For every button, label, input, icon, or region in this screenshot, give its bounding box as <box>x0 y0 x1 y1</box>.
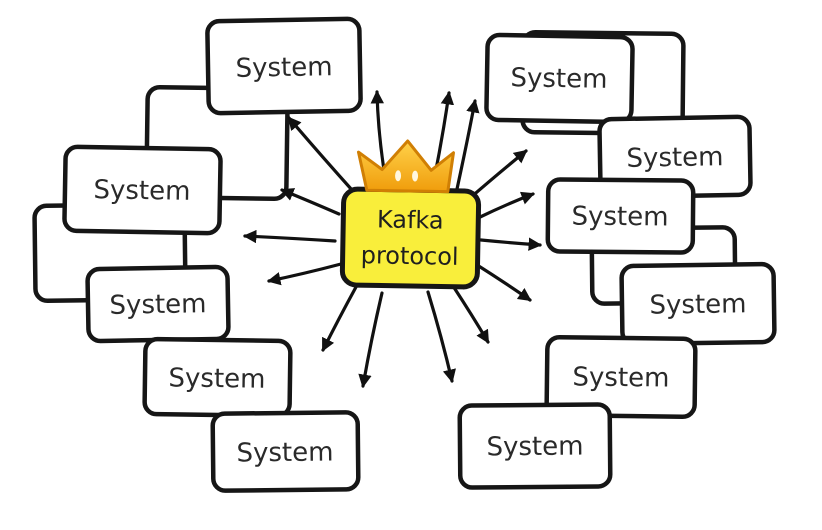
system-box <box>544 334 698 420</box>
kafka-protocol-label-line2: protocol <box>360 241 458 271</box>
system-label: System <box>649 289 746 320</box>
system-label: System <box>572 362 669 393</box>
system-node: System <box>484 32 635 125</box>
system-label: System <box>236 437 333 468</box>
system-node: System <box>85 264 231 344</box>
system-label: System <box>486 432 583 463</box>
system-node: System <box>62 144 223 236</box>
kafka-protocol-label-line1: Kafka <box>377 205 444 234</box>
arrow <box>476 191 535 220</box>
system-node: System <box>205 16 363 116</box>
system-label: System <box>626 142 723 174</box>
system-node: System <box>142 336 293 419</box>
system-box <box>210 410 361 493</box>
system-node: System <box>544 334 698 420</box>
system-node: System <box>545 177 696 255</box>
arrow <box>267 262 343 286</box>
system-node: System <box>210 410 361 493</box>
arrow <box>242 229 337 244</box>
arrow <box>451 284 490 344</box>
arrow <box>358 291 384 388</box>
system-box <box>484 32 635 125</box>
arrow <box>468 149 528 200</box>
crown-icon <box>356 139 455 194</box>
system-node: System <box>457 402 613 490</box>
system-label: System <box>510 63 607 95</box>
system-box <box>205 16 363 116</box>
arrow <box>479 237 543 251</box>
arrow <box>280 188 341 216</box>
system-box <box>619 261 777 347</box>
system-label: System <box>93 175 190 207</box>
system-box <box>457 402 613 490</box>
system-box <box>545 177 696 255</box>
arrow <box>455 99 480 191</box>
system-label: System <box>571 202 668 233</box>
system-box <box>62 144 223 236</box>
system-node: System <box>597 114 753 200</box>
system-label: System <box>109 289 206 321</box>
arrow <box>472 261 532 302</box>
arrow <box>321 285 358 352</box>
system-label: System <box>235 52 332 84</box>
arrow <box>287 116 354 192</box>
arrow <box>426 290 456 383</box>
kafka-protocol-box <box>339 186 482 290</box>
kafka-protocol-node: Kafka protocol <box>339 139 482 290</box>
system-node: System <box>619 261 777 347</box>
system-label: System <box>168 363 265 394</box>
